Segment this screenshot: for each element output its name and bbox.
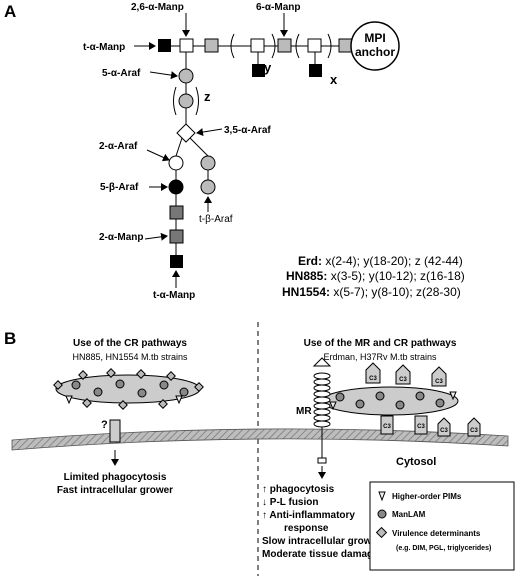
svg-text:C3: C3	[435, 379, 443, 385]
strain-repeat-table: Erd: x(2-4); y(18-20); z (42-44) HN885: …	[282, 254, 465, 299]
ara-diamond-35	[176, 123, 196, 143]
label-2-manp: 2-α-Manp	[99, 232, 143, 243]
bracket-x-left	[295, 33, 300, 59]
label-26-manp: 2,6-α-Manp	[131, 2, 184, 13]
t-mannose-square	[158, 39, 171, 52]
panel-b-letter: B	[4, 329, 16, 348]
26-mannose-square	[179, 38, 194, 53]
svg-text:↑ phagocytosis: ↑ phagocytosis	[262, 484, 335, 495]
repeat-y-label: y	[264, 60, 272, 75]
question-mark: ?	[101, 419, 108, 431]
mannose-square-x	[307, 38, 322, 53]
bracket-x-right	[327, 33, 332, 59]
left-outcome-2: Fast intracellular grower	[57, 485, 173, 496]
legend-manlam-label: ManLAM	[392, 510, 426, 519]
ara-circle-branch	[200, 155, 216, 171]
svg-text:↓ P-L fusion: ↓ P-L fusion	[262, 497, 318, 508]
bracket-z-left	[173, 86, 177, 116]
panel-a-letter: A	[4, 2, 16, 21]
svg-text:Slow intracellular grower: Slow intracellular grower	[262, 536, 381, 547]
ara-circle-5	[178, 68, 194, 84]
right-title: Use of the MR and CR pathways	[304, 338, 457, 349]
legend-virulence-example: (e.g. DIM, PGL, triglycerides)	[396, 545, 491, 552]
svg-text:C3: C3	[470, 428, 478, 434]
mannose-receptor	[312, 357, 332, 464]
anchor-label: anchor	[355, 45, 395, 59]
mannose-square-gray	[277, 38, 292, 53]
legend-virulence-icon	[375, 526, 388, 539]
mannan-backbone	[158, 33, 353, 77]
legend-manlam-icon	[377, 509, 387, 519]
svg-text:C3: C3	[440, 428, 448, 434]
svg-text:Moderate tissue damage: Moderate tissue damage	[262, 549, 379, 560]
svg-text:C3: C3	[383, 424, 391, 430]
svg-text:C3: C3	[399, 377, 407, 383]
label-t-manp-top: t-α-Manp	[83, 42, 125, 53]
ara-circle-5-beta	[168, 179, 184, 195]
bracket-y-left	[230, 33, 235, 59]
label-35-araf: 3,5-α-Araf	[224, 125, 271, 136]
right-outcomes: ↑ phagocytosis ↓ P-L fusion ↑ Anti-infla…	[262, 484, 381, 560]
bracket-y-right	[271, 33, 276, 59]
legend: Higher-order PIMs ManLAM Virulence deter…	[369, 481, 515, 571]
label-5-araf: 5-α-Araf	[102, 68, 141, 79]
bracket-z-right	[195, 86, 199, 116]
ara-circle-2	[168, 155, 184, 171]
left-outcome-1: Limited phagocytosis	[64, 472, 167, 483]
strain-row-hn885: HN885: x(3-5); y(10-12); z(16-18)	[286, 269, 465, 283]
cytosol-label: Cytosol	[396, 456, 436, 468]
strain-row-hn1554: HN1554: x(5-7); y(8-10); z(28-30)	[282, 285, 461, 299]
right-subtitle: Erdman, H37Rv M.tb strains	[323, 352, 437, 362]
strain-row-erdman: Erd: x(2-4); y(18-20); z (42-44)	[298, 254, 463, 268]
cell-membrane	[11, 428, 509, 451]
label-t-manp-bottom: t-α-Manp	[153, 290, 195, 301]
cap-mannose-2	[169, 229, 184, 244]
label-t-beta-araf: t-β-Araf	[199, 214, 233, 225]
legend-pim-label: Higher-order PIMs	[392, 492, 462, 501]
branch-t-mannose-y	[252, 64, 265, 77]
label-6-manp: 6-α-Manp	[256, 2, 300, 13]
mannose-square-end	[338, 38, 353, 53]
cap-t-mannose	[170, 255, 183, 268]
ara-circle-t-beta	[200, 179, 216, 195]
legend-virulence-label: Virulence determinants	[392, 529, 481, 538]
label-5-beta-araf: 5-β-Araf	[100, 182, 139, 193]
mannose-square	[204, 38, 219, 53]
mannose-square-y	[250, 38, 265, 53]
svg-text:↑ Anti-inflammatory: ↑ Anti-inflammatory	[262, 510, 355, 521]
svg-text:C3: C3	[417, 424, 425, 430]
repeat-x-label: x	[330, 72, 338, 87]
cap-mannose-1	[169, 205, 184, 220]
svg-text:response: response	[284, 523, 329, 534]
repeat-z-label: z	[204, 89, 211, 104]
label-2-araf: 2-α-Araf	[99, 141, 138, 152]
ara-circle-z	[178, 93, 194, 109]
branch-t-mannose-x	[309, 64, 322, 77]
svg-text:C3: C3	[369, 376, 377, 382]
c3-complement-molecules: C3 C3 C3 C3 C3 C3 C3	[365, 362, 481, 437]
bacterium-left	[53, 368, 204, 410]
mpi-label: MPI	[364, 31, 385, 45]
bacterium-right	[321, 386, 459, 416]
mpi-anchor-circle	[350, 21, 400, 71]
complement-receptor-left	[109, 419, 121, 443]
legend-pim-icon	[378, 491, 386, 502]
left-subtitle: HN885, HN1554 M.tb strains	[72, 352, 188, 362]
left-title: Use of the CR pathways	[73, 338, 187, 349]
arabinan-chain	[168, 52, 216, 268]
mr-label: MR	[296, 406, 312, 417]
